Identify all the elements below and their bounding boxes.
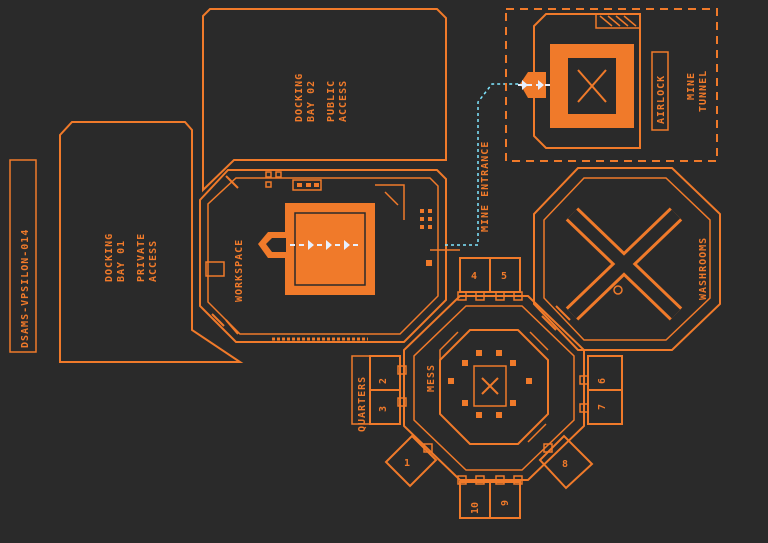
quarters-1: 1: [404, 458, 410, 469]
workspace-label: WORKSPACE: [234, 239, 245, 302]
quarters-5: 5: [501, 271, 507, 282]
corridors: [211, 175, 571, 335]
workspace-room[interactable]: WORKSPACE: [199, 169, 447, 343]
mine-ship-icon[interactable]: [520, 72, 546, 98]
quarters-7: 7: [597, 404, 608, 410]
washrooms-label: WASHROOMS: [698, 237, 709, 300]
quarters-label: QUARTERS: [357, 376, 368, 432]
dock02-line4: ACCESS: [338, 80, 349, 122]
quarters-4: 4: [471, 271, 477, 282]
mine-tunnel-label-1: MINE: [686, 72, 697, 100]
mess-label: MESS: [426, 364, 437, 392]
dock01-line1: DOCKING: [104, 233, 115, 282]
airlock-zone[interactable]: AIRLOCK MINE TUNNEL: [505, 8, 718, 162]
quarters-9: 9: [500, 500, 511, 506]
washrooms-room[interactable]: WASHROOMS: [533, 167, 721, 351]
quarters-2: 2: [378, 378, 389, 384]
dock01-line4: ACCESS: [148, 240, 159, 282]
quarters-8: 8: [562, 459, 568, 470]
docking-bay-02[interactable]: DOCKING BAY 02 PUBLIC ACCESS: [202, 8, 447, 193]
quarters-6: 6: [597, 378, 608, 384]
dock01-line3: PRIVATE: [136, 233, 147, 282]
station-id-label: DSAMS-VPSILON-014: [20, 229, 31, 348]
path-marker: [290, 240, 358, 250]
dock01-line2: BAY 01: [116, 240, 127, 282]
airlock-path-marker: [518, 80, 554, 90]
dock02-line1: DOCKING: [294, 73, 305, 122]
door-markers: [397, 291, 589, 485]
mine-tunnel-label-2: TUNNEL: [698, 70, 709, 112]
dock02-line2: BAY 02: [306, 80, 317, 122]
quarters-rooms[interactable]: 4 5 2 3 QUARTERS 6 7 1 8 10 9: [351, 257, 623, 519]
airlock-label: AIRLOCK: [656, 75, 667, 124]
station-id-tag: DSAMS-VPSILON-014: [9, 159, 37, 353]
mess-hub[interactable]: MESS: [403, 295, 585, 481]
mess-tables: [448, 350, 532, 418]
dock02-line3: PUBLIC: [326, 80, 337, 122]
quarters-10: 10: [470, 502, 481, 514]
docking-bay-01[interactable]: DOCKING BAY 01 PRIVATE ACCESS: [59, 121, 244, 363]
mine-entrance-label: MINE ENTRANCE: [480, 141, 491, 232]
mine-entrance-path[interactable]: MINE ENTRANCE: [445, 83, 520, 246]
quarters-3: 3: [378, 406, 389, 412]
landing-pad: [285, 203, 375, 295]
